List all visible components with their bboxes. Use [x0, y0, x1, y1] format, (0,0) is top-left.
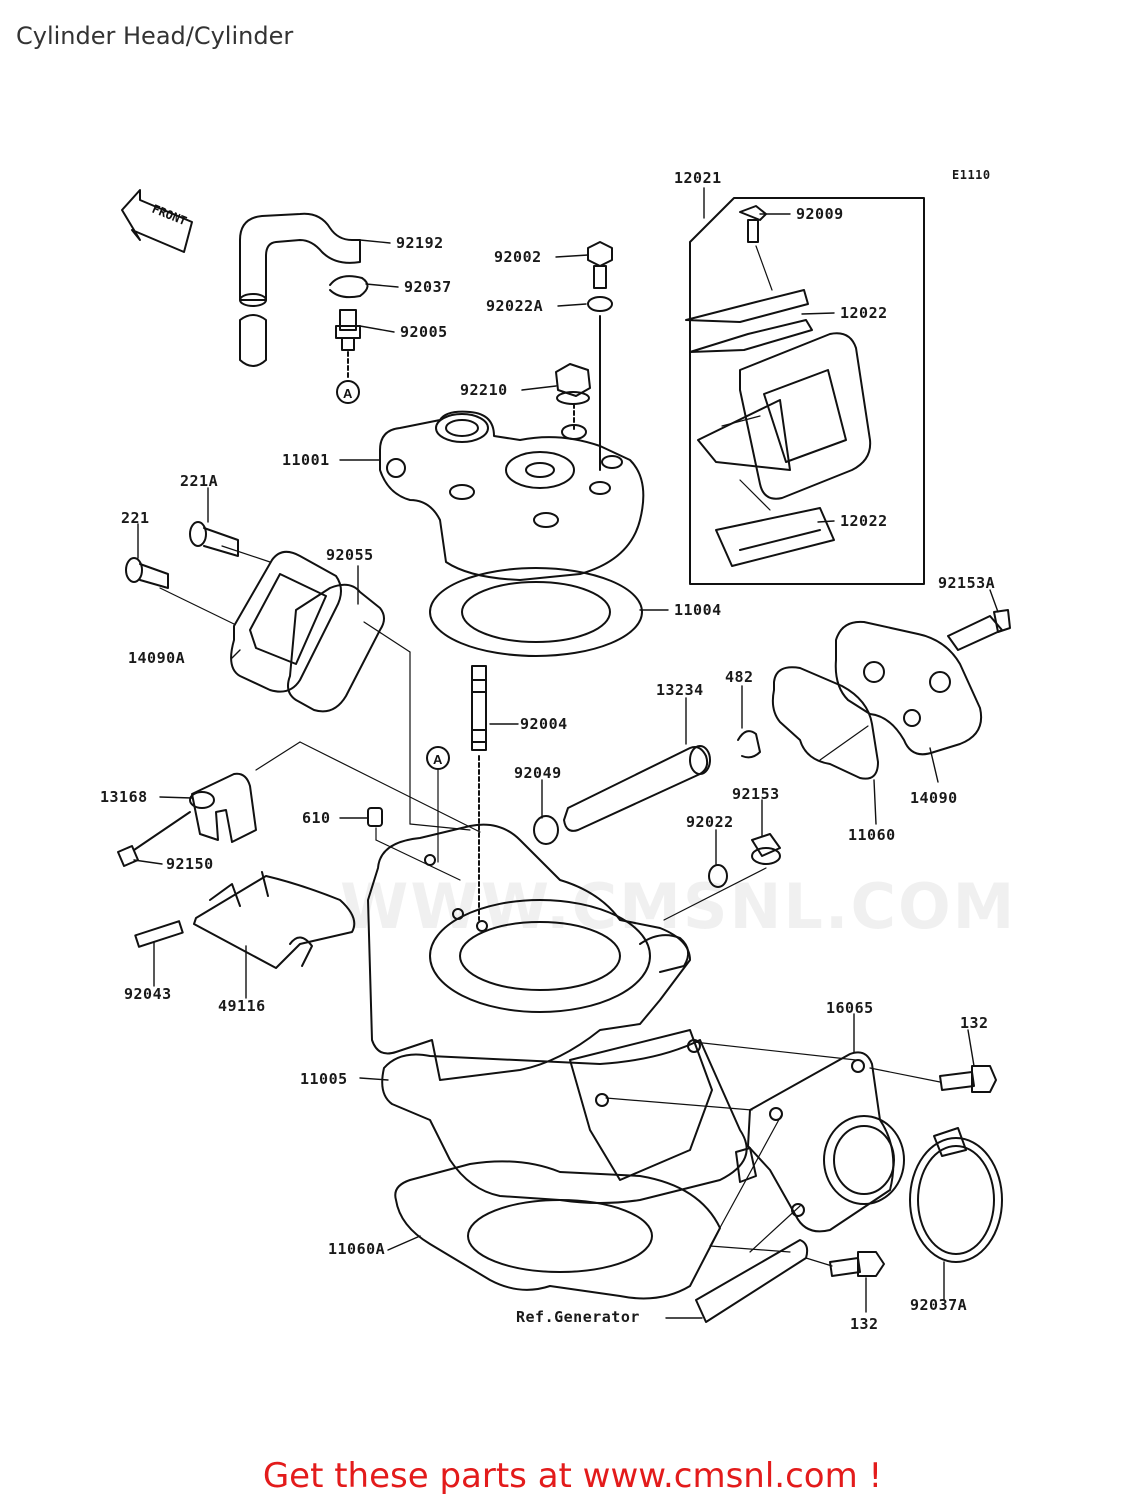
- bolt-132-upper-part: [939, 1065, 997, 1093]
- rod-part: [563, 745, 711, 832]
- callout-12022-upper[interactable]: 12022: [840, 304, 888, 322]
- callout-92009[interactable]: 92009: [796, 205, 844, 223]
- valve-cover-part: [834, 620, 982, 756]
- callout-610[interactable]: 610: [302, 809, 331, 827]
- callout-11060a[interactable]: 11060A: [328, 1240, 386, 1258]
- intake-manifold-part: [735, 1051, 905, 1233]
- callout-221a[interactable]: 221A: [180, 472, 219, 490]
- cover-gasket-part: [287, 583, 385, 713]
- callout-132-upper[interactable]: 132: [960, 1014, 989, 1032]
- callout-92043[interactable]: 92043: [124, 985, 172, 1003]
- svg-text:A: A: [343, 386, 353, 401]
- valve-gasket-part: [771, 666, 879, 780]
- callout-92210[interactable]: 92210: [460, 381, 508, 399]
- callout-12022-lower[interactable]: 12022: [840, 512, 888, 530]
- callout-482[interactable]: 482: [725, 668, 754, 686]
- callout-16065[interactable]: 16065: [826, 999, 874, 1017]
- callout-92192[interactable]: 92192: [396, 234, 444, 252]
- callout-132-lower[interactable]: 132: [850, 1315, 879, 1333]
- guide-lines: [159, 245, 941, 1267]
- callout-11060[interactable]: 11060: [848, 826, 896, 844]
- callout-92150[interactable]: 92150: [166, 855, 214, 873]
- callout-92004[interactable]: 92004: [520, 715, 568, 733]
- callout-ref-generator[interactable]: Ref.Generator: [516, 1308, 640, 1326]
- pin-part: [134, 920, 184, 948]
- callout-14090[interactable]: 14090: [910, 789, 958, 807]
- watermark: WWW.CMSNL.COM: [340, 870, 1017, 943]
- reed-kit-box: [689, 197, 925, 585]
- callout-92055[interactable]: 92055: [326, 546, 374, 564]
- reference-marker-a-lower: [426, 746, 450, 770]
- bolt-part: [587, 241, 613, 289]
- callout-92002[interactable]: 92002: [494, 248, 542, 266]
- callout-11004[interactable]: 11004: [674, 601, 722, 619]
- front-arrow-icon: FRONT: [121, 189, 193, 253]
- bracket-part: [193, 871, 356, 969]
- callout-92153a[interactable]: 92153A: [938, 574, 996, 592]
- callout-92022[interactable]: 92022: [686, 813, 734, 831]
- callout-11001[interactable]: 11001: [282, 451, 330, 469]
- callout-92037a[interactable]: 92037A: [910, 1296, 968, 1314]
- screw-part-221: [125, 557, 169, 589]
- bolt-132-lower-part: [829, 1251, 885, 1277]
- bolt-92153-part: [751, 833, 781, 865]
- callout-11005[interactable]: 11005: [300, 1070, 348, 1088]
- callout-14090a[interactable]: 14090A: [128, 649, 186, 667]
- reference-marker-a-upper: [336, 380, 360, 404]
- callout-92005[interactable]: 92005: [400, 323, 448, 341]
- callout-92049[interactable]: 92049: [514, 764, 562, 782]
- diagram-code: E1110: [952, 168, 991, 182]
- callout-49116[interactable]: 49116: [218, 997, 266, 1015]
- nipple-part: [335, 309, 361, 351]
- svg-text:A: A: [433, 752, 443, 767]
- holder-part: [189, 772, 257, 843]
- page-title: Cylinder Head/Cylinder: [16, 22, 294, 50]
- clip-part: [329, 275, 369, 299]
- head-gasket-part: [429, 567, 643, 657]
- nut-part: [555, 363, 591, 405]
- cylinder-part: [367, 823, 748, 1204]
- hose-part: [239, 212, 361, 367]
- leader-lines: [133, 187, 999, 1319]
- dowel-pin-part: [367, 807, 383, 827]
- callout-92037[interactable]: 92037: [404, 278, 452, 296]
- callout-12021[interactable]: 12021: [674, 169, 722, 187]
- screw-part-221a: [189, 521, 239, 557]
- callout-13168[interactable]: 13168: [100, 788, 148, 806]
- base-gasket-part: [394, 1160, 721, 1300]
- callout-221[interactable]: 221: [121, 509, 150, 527]
- cover-part-14090a: [230, 550, 342, 693]
- washer-92049-part: [533, 815, 559, 845]
- hose-clamp-part: [909, 1127, 1003, 1263]
- bolt-92153a-part: [947, 609, 1011, 651]
- cylinder-head-part: [379, 410, 645, 581]
- washer-part: [587, 296, 613, 312]
- cta-link[interactable]: Get these parts at www.cmsnl.com !: [262, 1456, 883, 1496]
- washer-92022-part: [708, 864, 728, 888]
- base-gasket-bore: [467, 1199, 653, 1273]
- callout-92022a[interactable]: 92022A: [486, 297, 544, 315]
- stud-part: [471, 665, 487, 751]
- circlip-part: [737, 730, 761, 759]
- callout-13234[interactable]: 13234: [656, 681, 704, 699]
- callout-92153[interactable]: 92153: [732, 785, 780, 803]
